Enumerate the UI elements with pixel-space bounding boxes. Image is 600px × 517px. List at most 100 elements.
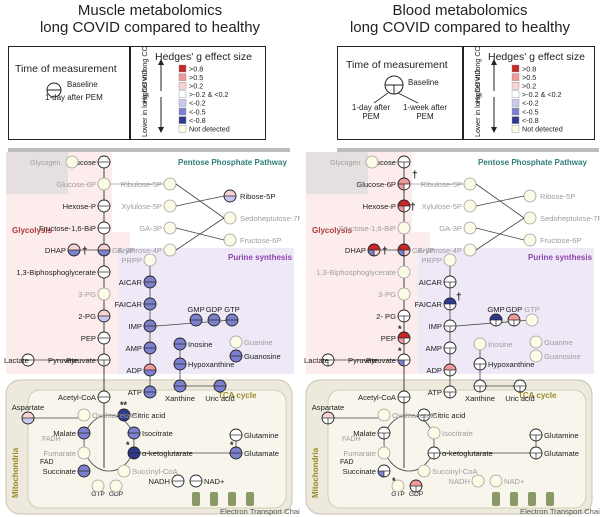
sig-single: * bbox=[230, 440, 234, 450]
ribose5p-node bbox=[523, 189, 537, 203]
etc-complex bbox=[228, 492, 236, 506]
amp-node bbox=[143, 341, 157, 355]
succinate-label: Succinate bbox=[343, 467, 376, 476]
ribulose5p-node bbox=[463, 177, 477, 191]
node-outline bbox=[443, 319, 457, 333]
node-outline bbox=[229, 446, 243, 460]
node-segment bbox=[450, 282, 456, 288]
gmp-node bbox=[489, 313, 503, 327]
hypoxanthine-node bbox=[473, 357, 487, 371]
effect-swatch-label: <-0.2 bbox=[522, 99, 539, 108]
node-pem1 bbox=[68, 250, 80, 256]
node-outline bbox=[117, 408, 131, 422]
oxaloacetate-label: Oxaloacetate bbox=[92, 411, 137, 420]
node-outline bbox=[97, 390, 111, 404]
guanosine-node bbox=[229, 349, 243, 363]
node-segment bbox=[384, 433, 390, 439]
node-outline bbox=[21, 411, 35, 425]
node-outline bbox=[143, 319, 157, 333]
node-outline bbox=[143, 275, 157, 289]
node-outline bbox=[97, 309, 111, 323]
imp-node bbox=[143, 319, 157, 333]
node-outline bbox=[143, 297, 157, 311]
effect-swatch bbox=[511, 73, 520, 81]
pg2-label: 2- PG bbox=[376, 312, 396, 321]
effect-swatch-label: Not detected bbox=[522, 125, 563, 134]
node-segment bbox=[322, 360, 328, 366]
node-segment bbox=[398, 310, 410, 316]
guanine-label: Guanine bbox=[544, 338, 573, 347]
node-baseline bbox=[98, 266, 110, 272]
hexosep-label: Hexose-P bbox=[63, 202, 96, 211]
node-outline bbox=[173, 379, 187, 393]
node-segment bbox=[450, 392, 456, 398]
tca-ring bbox=[83, 414, 135, 472]
node-baseline bbox=[128, 427, 140, 433]
node-segment bbox=[328, 418, 334, 424]
node-outline bbox=[213, 379, 227, 393]
aicar-label: AICAR bbox=[119, 278, 143, 287]
ga3p-label: GA-3P bbox=[412, 246, 435, 255]
ppp-region bbox=[112, 152, 294, 232]
node-outline bbox=[397, 331, 411, 345]
node-pem1 bbox=[78, 433, 90, 439]
muscle-panel-title: Muscle metabolomics long COVID compared … bbox=[20, 2, 280, 36]
effect-swatch bbox=[178, 99, 187, 107]
glycogen-label: Glycogen bbox=[330, 158, 360, 167]
bpg13-node bbox=[397, 265, 411, 279]
xylulose5p-label: Xylulose-5P bbox=[421, 202, 462, 211]
node-outline bbox=[229, 349, 243, 363]
effect-swatch-label: >0.5 bbox=[189, 73, 203, 82]
uricacid-label: Uric acid bbox=[205, 394, 235, 403]
bpg13-label: 1,3-Biphosphoglycerate bbox=[316, 268, 396, 277]
node-segment bbox=[398, 332, 410, 338]
blood-time-baseline: Baseline bbox=[408, 78, 439, 87]
node-baseline bbox=[226, 314, 238, 320]
node-baseline bbox=[214, 380, 226, 386]
muscle-title-line1: Muscle metabolomics bbox=[77, 2, 223, 19]
gdp-tca-label: GDP bbox=[109, 491, 124, 498]
muscle-effect-title: Hedges' g effect size bbox=[155, 51, 252, 63]
glycogen-label: Glycogen bbox=[30, 158, 60, 167]
node-segment bbox=[378, 471, 384, 477]
gtp-label: GTP bbox=[524, 305, 540, 314]
node-baseline bbox=[144, 276, 156, 282]
effect-swatch bbox=[511, 64, 520, 73]
node-outline bbox=[321, 411, 335, 425]
node-baseline bbox=[98, 391, 110, 397]
sig-dagger: † bbox=[382, 246, 388, 257]
fumarate-label: Fumarate bbox=[344, 449, 377, 458]
node-segment bbox=[450, 304, 456, 310]
node-segment bbox=[398, 184, 404, 190]
node-outline bbox=[489, 313, 503, 327]
node-segment bbox=[444, 370, 450, 376]
node-pem1 bbox=[128, 453, 140, 459]
node-pem1 bbox=[22, 418, 34, 424]
amp-label: AMP bbox=[126, 344, 142, 353]
nad-node bbox=[489, 474, 503, 488]
glucose6p-label: Glucose-6P bbox=[56, 180, 96, 189]
etc-complex bbox=[210, 492, 218, 506]
blood-time-pem1: 1-day after PEM bbox=[351, 103, 391, 121]
node-baseline bbox=[208, 314, 220, 320]
etc-label: Electron Transport Chain bbox=[520, 507, 600, 516]
nadh-node bbox=[471, 474, 485, 488]
glutamine-node bbox=[229, 428, 243, 442]
succinylcoa-label: Succinyl-CoA bbox=[432, 467, 479, 476]
aspartate-node bbox=[321, 411, 335, 425]
node-segment bbox=[444, 282, 450, 288]
effect-swatch-label: >-0.2 & <0.2 bbox=[522, 90, 562, 99]
fadh2-label: FADH bbox=[42, 436, 61, 443]
node-outline bbox=[173, 357, 187, 371]
node-segment bbox=[384, 471, 390, 477]
prpp-node bbox=[443, 253, 457, 267]
node-segment bbox=[444, 386, 456, 392]
node-segment bbox=[398, 397, 404, 403]
node-pem1 bbox=[78, 471, 90, 477]
purine-label: Purine synthesis bbox=[528, 253, 593, 262]
adp-node bbox=[143, 363, 157, 377]
nad-label: NAD+ bbox=[204, 477, 225, 486]
pyruvate-label-inline: Pyruvate bbox=[48, 356, 78, 365]
node-segment bbox=[530, 435, 536, 441]
node-outline bbox=[97, 331, 111, 345]
